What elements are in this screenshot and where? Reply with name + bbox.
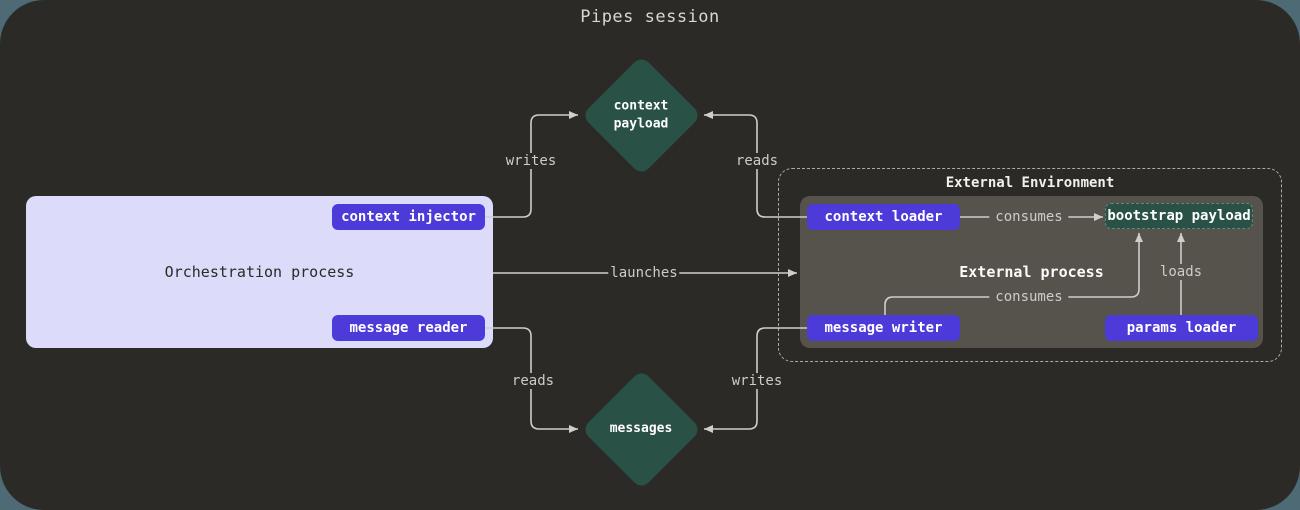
diagram-title: Pipes session bbox=[580, 7, 720, 27]
external-environment-box: External Environment bbox=[778, 168, 1282, 362]
message-reader-node: message reader bbox=[332, 315, 485, 341]
context-payload-label: context payload bbox=[613, 98, 669, 131]
edge-label-consumes-top: consumes bbox=[989, 209, 1069, 225]
edge-label-reads-bottom: reads bbox=[505, 373, 561, 389]
context-loader-node: context loader bbox=[807, 204, 960, 230]
edge-label-writes-top: writes bbox=[499, 153, 563, 169]
edge-label-writes-bottom: writes bbox=[725, 373, 789, 389]
edge-label-consumes-bottom: consumes bbox=[989, 289, 1069, 305]
params-loader-node: params loader bbox=[1105, 315, 1258, 341]
edge-label-launches: launches bbox=[608, 265, 680, 281]
external-process-label: External process bbox=[959, 263, 1104, 281]
edge-label-loads: loads bbox=[1153, 264, 1209, 280]
edge-label-reads-top: reads bbox=[729, 153, 785, 169]
message-writer-node: message writer bbox=[807, 315, 960, 341]
context-injector-node: context injector bbox=[332, 204, 485, 230]
bootstrap-payload-node: bootstrap payload bbox=[1105, 203, 1253, 229]
messages-label: messages bbox=[609, 421, 673, 437]
orchestration-process-label: Orchestration process bbox=[164, 263, 355, 281]
external-environment-label: External Environment bbox=[945, 175, 1115, 191]
